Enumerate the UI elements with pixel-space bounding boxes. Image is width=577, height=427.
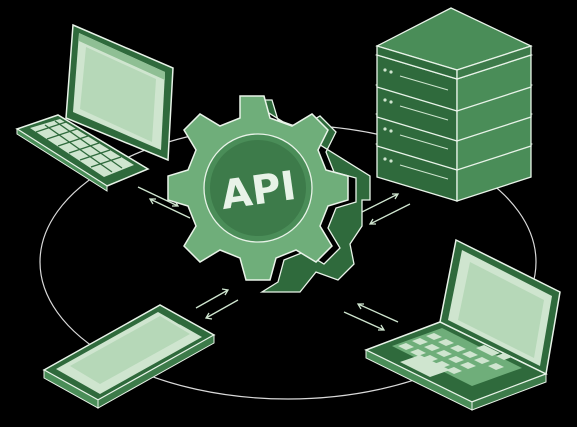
server-stack-icon — [374, 7, 534, 202]
sync-arrows-laptop — [343, 303, 399, 331]
desktop-computer-icon — [15, 23, 174, 192]
api-label: API — [218, 163, 299, 219]
api-gear: API — [167, 95, 371, 293]
smartphone-icon — [42, 304, 216, 409]
sync-arrows-smartphone — [195, 288, 239, 320]
laptop-icon — [364, 238, 561, 411]
sync-arrows-server — [357, 193, 411, 225]
